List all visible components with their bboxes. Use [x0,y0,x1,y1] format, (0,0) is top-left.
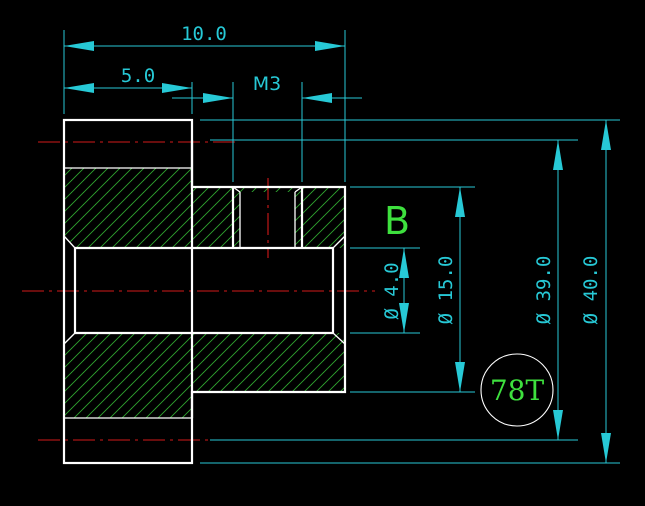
part-outline [62,118,347,465]
outer-diameter-dimension: Ø 40.0 [580,256,602,325]
dimension-lines [63,30,620,464]
teeth-count-label: 78T [490,374,545,407]
root-diameter-dimension: Ø 39.0 [533,256,555,325]
center-lines [22,141,375,441]
bore-diameter-dimension: Ø 4.0 [381,262,403,319]
teeth-count-circle [480,353,554,427]
view-label: B [384,199,410,243]
hub-length-dimension: 5.0 [121,65,155,87]
hub-diameter-dimension: Ø 15.0 [435,256,457,325]
overall-length-dimension: 10.0 [181,23,227,45]
set-screw-dimension: M3 [253,73,281,95]
dimension-arrows [64,41,611,463]
